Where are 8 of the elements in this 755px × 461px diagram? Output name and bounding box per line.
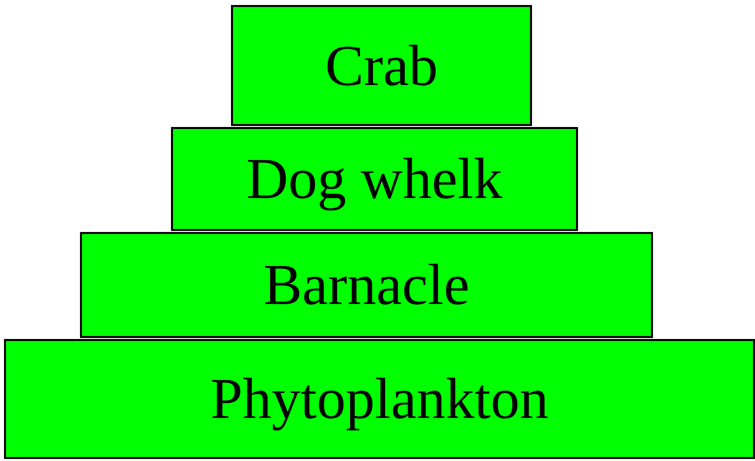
pyramid-level bbox=[231, 5, 532, 126]
level-label: Phytoplankton bbox=[210, 367, 549, 431]
level-label: Crab bbox=[325, 34, 438, 98]
pyramid-level bbox=[171, 127, 578, 231]
pyramid-level bbox=[80, 232, 653, 338]
level-label: Barnacle bbox=[263, 253, 470, 317]
level-label: Dog whelk bbox=[246, 147, 503, 211]
pyramid-level bbox=[4, 339, 755, 459]
